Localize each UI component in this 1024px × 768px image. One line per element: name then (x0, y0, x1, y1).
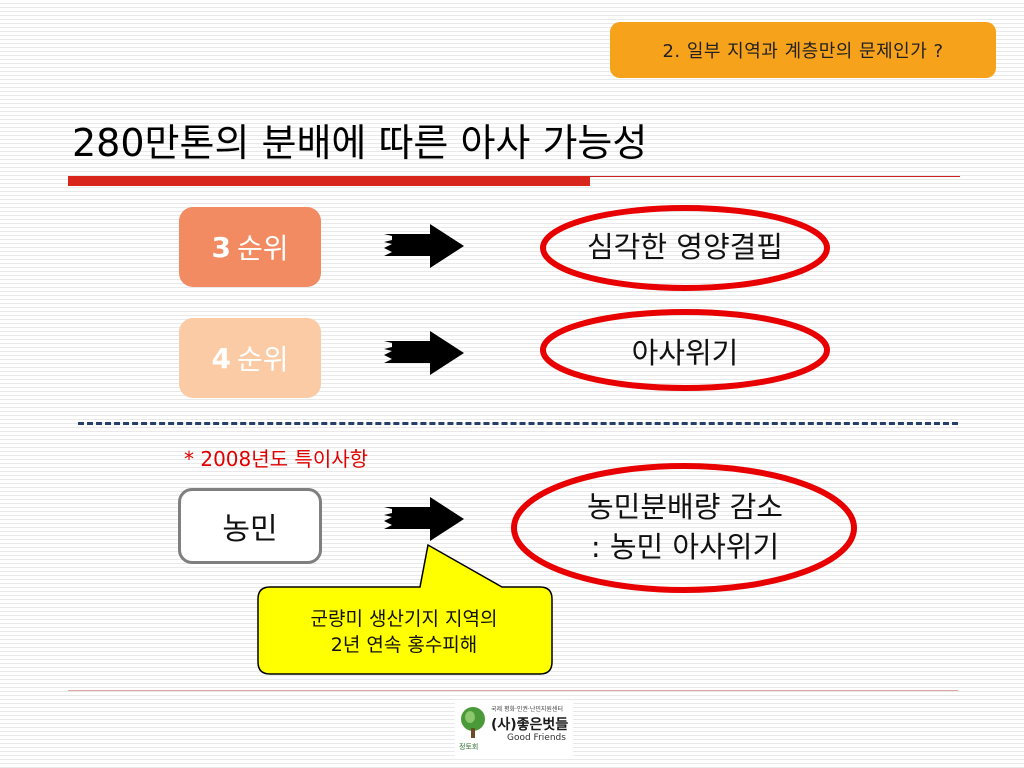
slide-title: 280만톤의 분배에 따른 아사 가능성 (72, 121, 648, 165)
farmer-box: 농민 (178, 488, 322, 564)
rank-3-number: 3 (211, 230, 231, 264)
title-underline-red (68, 176, 590, 186)
logo-small-text: 정토회 (459, 743, 479, 751)
good-friends-logo: 국제 평화·인권·난민지원센터 (사)좋은벗들 Good Friends 정토회 (455, 700, 573, 758)
callout-line2: 2년 연속 홍수피해 (330, 634, 478, 656)
dashed-separator (78, 422, 958, 425)
footer-rule (68, 690, 958, 691)
special-note: * 2008년도 특이사항 (184, 447, 369, 471)
farmer-result-ellipse (511, 463, 857, 593)
rank-4-box: 4 순위 (179, 318, 321, 398)
tree-logo-icon (461, 707, 485, 738)
title-underline-thin (590, 176, 960, 177)
result-severe-malnutrition: 심각한 영양결핍 (587, 230, 783, 264)
rank-3-label: 순위 (236, 232, 289, 265)
farmer-result: 농민분배량 감소 : 농민 아사위기 (530, 482, 840, 572)
rank-3-box: 3 순위 (179, 207, 321, 287)
callout-line1: 군량미 생산기지 지역의 (310, 608, 498, 630)
logo-name: (사)좋은벗들 (491, 717, 569, 733)
result-starvation-risk: 아사위기 (631, 336, 739, 370)
farmer-result-line1: 농민분배량 감소 (587, 490, 783, 524)
right-arrow-icon (384, 224, 464, 268)
farmer-result-line2: : 농민 아사위기 (590, 530, 780, 564)
rank-4-label: 순위 (236, 343, 289, 376)
callout-bubble (257, 543, 553, 675)
rank-4-number: 4 (211, 341, 231, 375)
logo-name-en: Good Friends (507, 733, 566, 743)
logo-top-text: 국제 평화·인권·난민지원센터 (491, 706, 563, 713)
callout-text: 군량미 생산기지 지역의 2년 연속 홍수피해 (258, 606, 550, 658)
right-arrow-icon (384, 331, 464, 375)
right-arrow-icon (384, 497, 464, 541)
section-tag: 2. 일부 지역과 계층만의 문제인가 ? (610, 22, 996, 78)
highlight-ellipses (540, 205, 830, 391)
